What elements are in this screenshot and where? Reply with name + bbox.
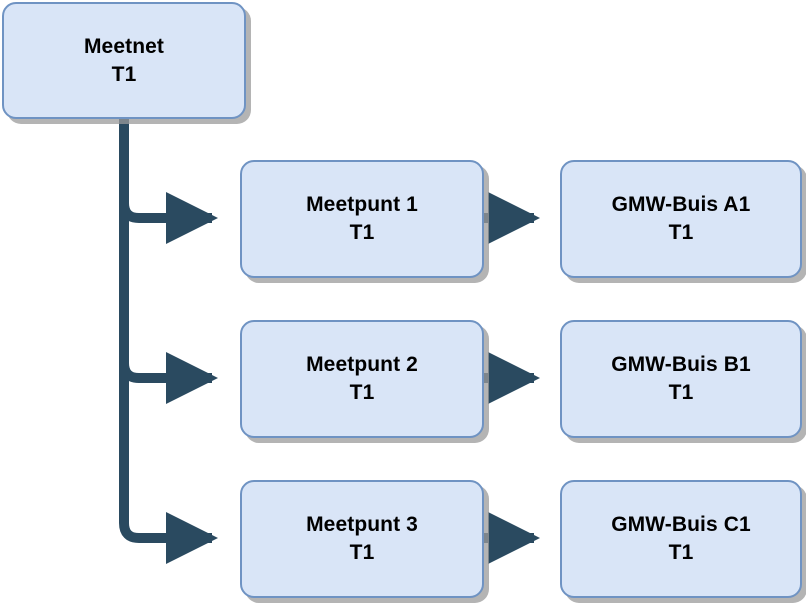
node-meetpunt-2-label-secondary: T1 bbox=[349, 381, 375, 404]
node-meetpunt-3-label-secondary: T1 bbox=[349, 541, 375, 564]
node-gmw-buis-a1[interactable]: GMW-Buis A1 T1 bbox=[560, 160, 802, 278]
edge-meetnet-to-meetpunt-1 bbox=[119, 117, 219, 245]
node-meetpunt-3-label-primary: Meetpunt 3 bbox=[306, 513, 418, 537]
edge-meetnet-to-meetpunt-2 bbox=[119, 117, 219, 405]
node-meetnet[interactable]: Meetnet T1 bbox=[2, 2, 246, 119]
node-gmw-buis-b1-label-primary: GMW-Buis B1 bbox=[611, 353, 751, 377]
node-meetpunt-2[interactable]: Meetpunt 2 T1 bbox=[240, 320, 484, 438]
node-meetpunt-3[interactable]: Meetpunt 3 T1 bbox=[240, 480, 484, 598]
node-meetpunt-1[interactable]: Meetpunt 1 T1 bbox=[240, 160, 484, 278]
edge-meetnet-to-meetpunt-3 bbox=[119, 117, 219, 565]
node-meetpunt-2-label-primary: Meetpunt 2 bbox=[306, 353, 418, 377]
node-meetnet-label-secondary: T1 bbox=[111, 62, 137, 86]
node-gmw-buis-a1-label-secondary: T1 bbox=[668, 221, 694, 244]
node-meetpunt-1-label-secondary: T1 bbox=[349, 221, 375, 244]
node-gmw-buis-b1[interactable]: GMW-Buis B1 T1 bbox=[560, 320, 802, 438]
node-gmw-buis-b1-label-secondary: T1 bbox=[668, 381, 694, 404]
node-meetnet-label-primary: Meetnet bbox=[83, 34, 165, 58]
node-gmw-buis-c1-label-secondary: T1 bbox=[668, 541, 694, 564]
node-gmw-buis-c1-label-primary: GMW-Buis C1 bbox=[611, 513, 751, 537]
node-gmw-buis-c1[interactable]: GMW-Buis C1 T1 bbox=[560, 480, 802, 598]
node-gmw-buis-a1-label-primary: GMW-Buis A1 bbox=[611, 193, 751, 217]
node-meetpunt-1-label-primary: Meetpunt 1 bbox=[306, 193, 418, 217]
